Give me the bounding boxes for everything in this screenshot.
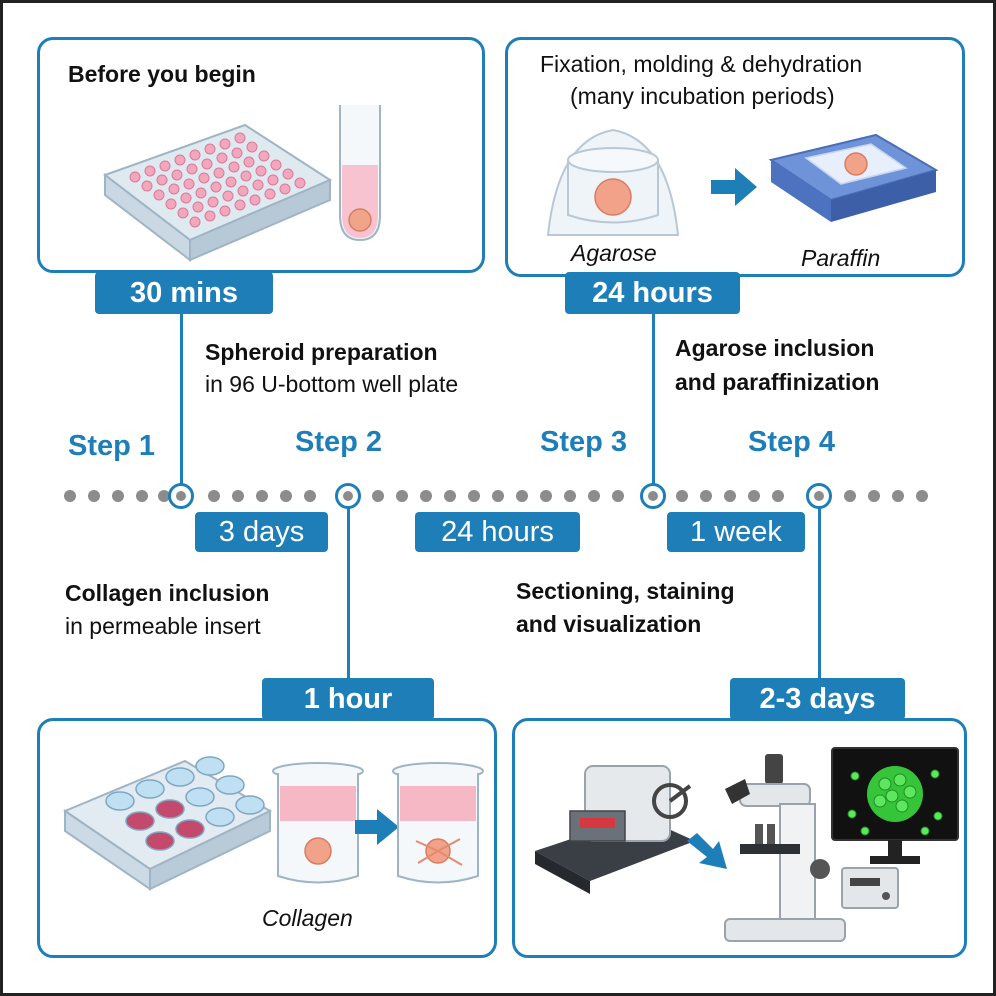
step3-label: Step 3 xyxy=(540,426,628,458)
step4-label: Step 4 xyxy=(748,426,836,458)
fixation-title-line1: Fixation, molding & dehydration xyxy=(540,51,863,77)
timeline-node-step3 xyxy=(640,483,666,509)
step1-subtitle: in 96 U-bottom well plate xyxy=(205,371,459,397)
connector-step3 xyxy=(652,312,655,492)
connector-step4 xyxy=(818,506,821,680)
panel-title: Before you begin xyxy=(68,61,256,87)
panel-before-you-begin: Before you begin xyxy=(37,37,485,273)
microtome-illustration xyxy=(535,765,695,894)
timeline-node-step4 xyxy=(806,483,832,509)
step2-subtitle: in permeable insert xyxy=(65,613,261,639)
arrow-right-icon xyxy=(711,168,757,206)
agarose-mold-illustration xyxy=(546,128,680,236)
step2-label: Step 2 xyxy=(295,426,383,458)
duration-tag-1-week: 1 week xyxy=(667,512,805,552)
paraffin-block-illustration xyxy=(768,133,939,222)
duration-tag-30-mins: 30 mins xyxy=(95,272,273,314)
well-plate-96-illustration xyxy=(102,123,333,263)
paraffin-caption: Paraffin xyxy=(801,245,881,271)
agarose-caption: Agarose xyxy=(571,240,657,266)
duration-tag-2-3-days: 2-3 days xyxy=(730,678,905,720)
monitor-green-spheroid-illustration xyxy=(831,747,959,864)
step1-label: Step 1 xyxy=(68,430,156,462)
panel-fixation: Fixation, molding & dehydration (many in… xyxy=(505,37,965,277)
timeline-node-step1 xyxy=(168,483,194,509)
connector-step2 xyxy=(347,506,350,680)
step4-title-line1: Sectioning, staining xyxy=(516,578,735,604)
step4-title-line2: and visualization xyxy=(516,611,702,637)
duration-tag-3-days: 3 days xyxy=(195,512,328,552)
timeline-node-step2 xyxy=(335,483,361,509)
panel-sectioning xyxy=(512,718,967,958)
connector-step1 xyxy=(180,312,183,492)
duration-tag-1-hour: 1 hour xyxy=(262,678,434,720)
duration-tag-24-hours-top: 24 hours xyxy=(565,272,740,314)
step1-title: Spheroid preparation xyxy=(205,339,438,365)
duration-tag-24-hours: 24 hours xyxy=(415,512,580,552)
step3-title-line2: and paraffinization xyxy=(675,369,880,395)
insert-spheroid-illustration xyxy=(272,762,364,884)
multiwell-plate-illustration xyxy=(62,756,273,891)
arrow-down-right-icon xyxy=(687,833,727,869)
insert-invaded-spheroid-illustration xyxy=(392,762,484,884)
collagen-caption: Collagen xyxy=(262,905,353,931)
microscope-illustration xyxy=(724,754,846,942)
controller-box-illustration xyxy=(841,867,899,909)
step2-title: Collagen inclusion xyxy=(65,580,270,606)
step3-title-line1: Agarose inclusion xyxy=(675,335,875,361)
arrow-right-icon xyxy=(355,809,399,845)
panel-collagen: Collagen xyxy=(37,718,497,958)
tube-with-spheroid-illustration xyxy=(339,105,381,242)
fixation-title-line2: (many incubation periods) xyxy=(570,83,835,109)
